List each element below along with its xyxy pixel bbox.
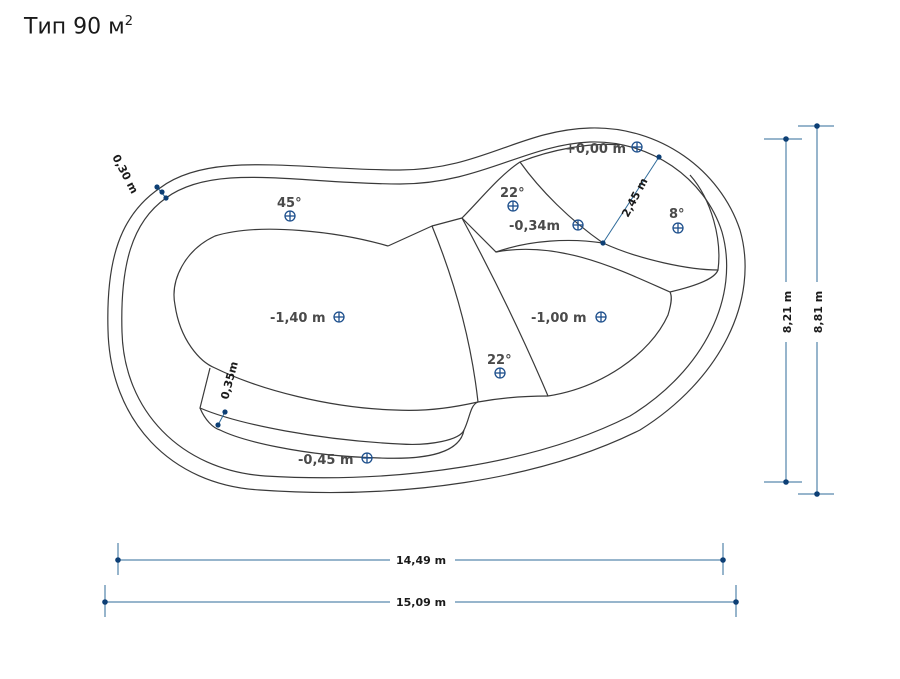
step-dot-bottom	[600, 240, 606, 246]
upper-step-marker-icon	[507, 200, 519, 212]
coping-dot-inner	[163, 195, 169, 201]
outer-height-dimension	[798, 123, 834, 497]
angle-upper-step-label: 22°	[500, 186, 525, 201]
bench-width-label: 0,35m	[218, 360, 241, 401]
inner-width-dimension	[115, 543, 726, 575]
pool-outer-outline	[107, 127, 746, 494]
right-marker-icon	[672, 222, 684, 234]
inner-width-label: 14,49 m	[396, 554, 446, 567]
pool-inner-outline	[121, 141, 728, 479]
ramp-right-edge	[431, 217, 549, 397]
bench-dot-bottom	[215, 422, 221, 428]
coping-dot-outer	[154, 184, 160, 190]
title-text: Тип 90 м	[24, 14, 125, 40]
inner-height-dimension	[764, 136, 802, 485]
shallow-step-edge-2	[669, 269, 719, 293]
bench-outline	[199, 367, 479, 445]
step-length-label: 2,45 m	[619, 176, 650, 220]
angle-lower-step-label: 22°	[487, 353, 512, 368]
shallow-area-outline	[547, 291, 672, 397]
step-dot-top	[656, 154, 662, 160]
level-mid-marker-icon	[595, 311, 607, 323]
outer-width-label: 15,09 m	[396, 596, 446, 609]
level-deep-marker-icon	[333, 311, 345, 323]
level-bench-marker-icon	[361, 452, 373, 464]
outer-height-label: 8,81 m	[812, 291, 825, 333]
bench-dot-top	[222, 409, 228, 415]
ramp-left-edge	[387, 225, 479, 403]
right-step-line	[602, 174, 720, 271]
level-bench-label: -0,45 m	[298, 453, 354, 468]
level-zero-label: +0,00 m	[565, 142, 626, 157]
title-superscript: 2	[124, 14, 133, 29]
angle-right-label: 8°	[669, 207, 685, 222]
level-step-label: -0,34m	[509, 219, 560, 234]
ramp-bottom-edge	[477, 395, 549, 403]
shallow-step-edge	[495, 248, 671, 293]
step-dimension-line	[602, 156, 660, 244]
level-zero-marker-icon	[631, 141, 643, 153]
coping-label: 0,30 m	[109, 152, 140, 196]
deep-area-outline	[173, 228, 479, 411]
page-title: Тип 90 м2	[24, 14, 133, 39]
level-mid-label: -1,00 m	[531, 311, 587, 326]
angle-top-left-label: 45°	[277, 196, 302, 211]
bench-end	[199, 407, 465, 459]
lower-step-marker-icon	[494, 367, 506, 379]
coping-dot-mid	[159, 189, 165, 195]
upper-step-lower	[461, 217, 604, 253]
level-step-marker-icon	[572, 219, 584, 231]
upper-step-inner	[519, 161, 604, 244]
top-left-marker-icon	[284, 210, 296, 222]
inner-height-label: 8,21 m	[781, 291, 794, 333]
outer-width-dimension	[102, 585, 739, 617]
level-deep-label: -1,40 m	[270, 311, 326, 326]
